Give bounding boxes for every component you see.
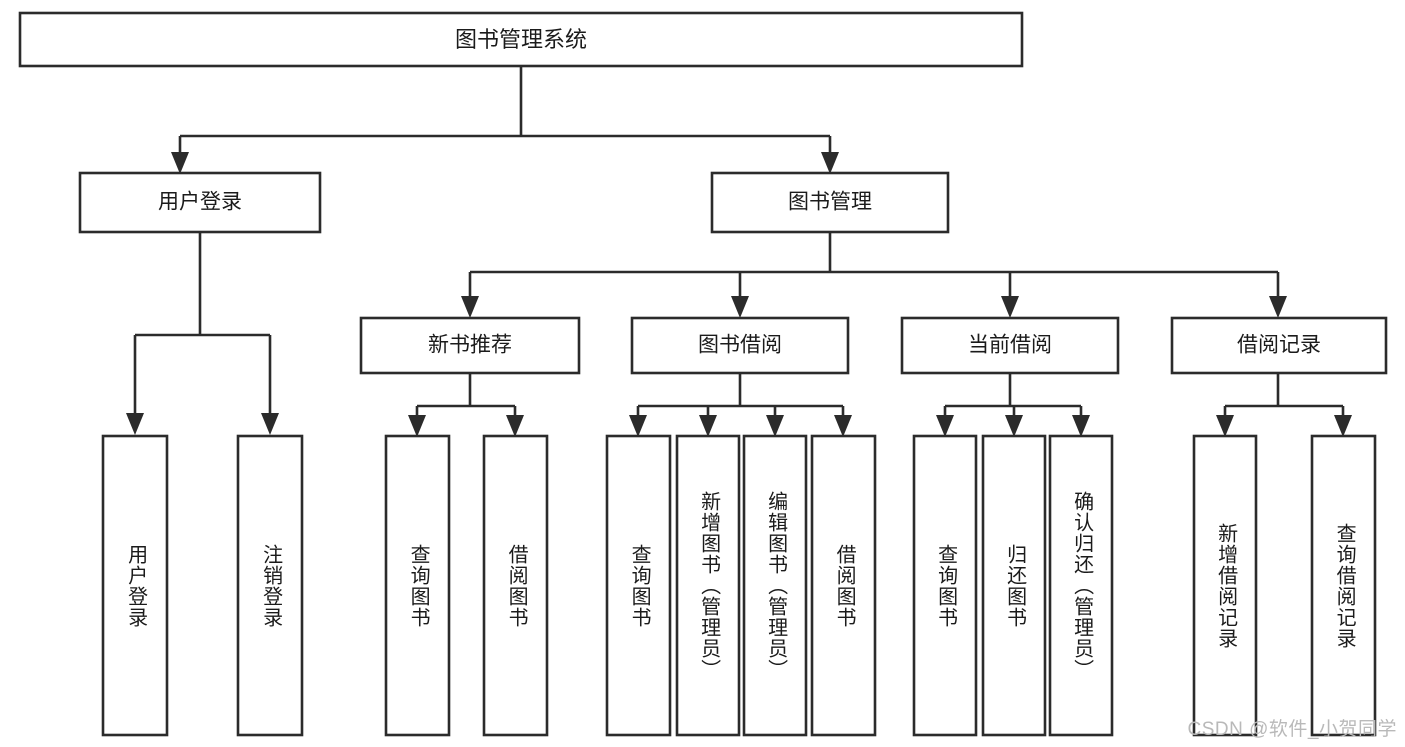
connector-new-book-bus [415,373,517,415]
arrow-to-leaf-return-book [1005,415,1023,437]
node-new-book-recommend-label: 新书推荐 [428,334,512,357]
arrow-to-user-login [171,152,189,174]
arrow-to-leaf-confirm-return [1072,415,1090,437]
node-book-management[interactable]: 图书管理 [710,171,950,234]
leaf-box-add-book[interactable] [675,434,741,737]
node-new-book-recommend[interactable]: 新书推荐 [359,316,581,375]
node-borrow-record[interactable]: 借阅记录 [1170,316,1388,375]
connector-current-borrow-bus [943,373,1083,415]
arrow-to-leaf-edit-book [766,415,784,437]
node-root-label: 图书管理系统 [455,27,587,52]
leaf-box-add-record[interactable] [1192,434,1258,737]
connector-borrow-record-bus [1223,373,1345,415]
node-layer: 图书管理系统 用户登录 图书管理 新书推荐 图书借阅 当前 [18,11,1388,737]
node-current-borrow[interactable]: 当前借阅 [900,316,1120,375]
arrow-to-leaf-add-record [1216,415,1234,437]
csdn-watermark: CSDN @软件_小贺同学 [1187,719,1397,740]
arrow-to-borrow-record [1269,296,1287,318]
leaf-box-edit-book[interactable] [742,434,808,737]
connector-root-bus [178,66,832,152]
arrow-to-leaf-borrow-book-1 [506,415,524,437]
leaf-box-user-login[interactable] [101,434,169,737]
leaf-box-logout[interactable] [236,434,304,737]
node-book-borrow[interactable]: 图书借阅 [630,316,850,375]
arrow-to-leaf-user-login [126,413,144,435]
leaf-box-query-book-1[interactable] [384,434,451,737]
node-current-borrow-label: 当前借阅 [968,334,1052,357]
leaf-box-query-book-3[interactable] [912,434,978,737]
arrow-to-book-management [821,152,839,174]
node-user-login[interactable]: 用户登录 [78,171,322,234]
arrow-to-leaf-add-book [699,415,717,437]
connector-book-borrow-bus [636,373,845,415]
leaf-box-query-record[interactable] [1310,434,1377,737]
arrow-to-current-borrow [1001,296,1019,318]
node-user-login-label: 用户登录 [158,191,242,214]
connector-book-management-bus [468,232,1280,296]
arrow-to-leaf-query-book-3 [936,415,954,437]
leaf-box-confirm-return[interactable] [1048,434,1114,737]
node-book-management-label: 图书管理 [788,191,872,214]
node-book-borrow-label: 图书借阅 [698,334,782,357]
connector-user-login-bus [133,232,272,413]
leaf-box-query-book-2[interactable] [605,434,672,737]
arrow-to-leaf-query-book-1 [408,415,426,437]
leaf-box-borrow-book-1[interactable] [482,434,549,737]
node-borrow-record-label: 借阅记录 [1237,334,1321,357]
leaf-box-return-book[interactable] [981,434,1047,737]
arrow-to-leaf-query-record [1334,415,1352,437]
arrow-to-book-borrow [731,296,749,318]
arrow-to-leaf-logout [261,413,279,435]
connector-layer [126,66,1352,437]
leaf-box-borrow-book-2[interactable] [810,434,877,737]
arrow-to-leaf-query-book-2 [629,415,647,437]
node-root[interactable]: 图书管理系统 [18,11,1024,68]
arrow-to-new-book-recommend [461,296,479,318]
arrow-to-leaf-borrow-book-2 [834,415,852,437]
